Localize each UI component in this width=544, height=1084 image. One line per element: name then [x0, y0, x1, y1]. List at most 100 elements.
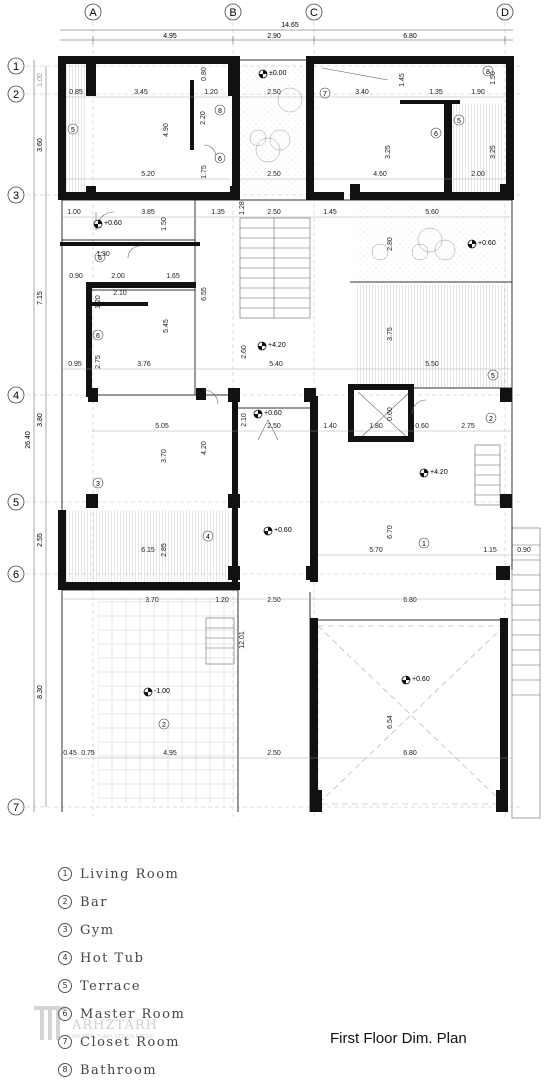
- dim-label: 4.60: [373, 171, 387, 178]
- room-tag-terrace-right: 5: [453, 114, 465, 126]
- legend-label: Bathroom: [80, 1062, 158, 1078]
- dim-label: 5.70: [369, 547, 383, 554]
- legend-item: 1 Living Room: [58, 860, 185, 888]
- svg-text:2: 2: [162, 722, 166, 729]
- room-dimensions: 0.85 3.45 0.80 1.20 4.90 2.20 5.20 1.75 …: [63, 67, 531, 757]
- dim-label: 1.20: [215, 597, 229, 604]
- floor-plan-drawing: A B C D 1 2 3 4 5 6 7: [7, 3, 541, 820]
- hot-tub-hatch: [66, 510, 232, 586]
- dim-label: 2.80: [387, 237, 394, 251]
- dim-label: 4.95: [163, 750, 177, 757]
- svg-text:6: 6: [13, 569, 19, 581]
- svg-text:A: A: [89, 7, 97, 19]
- dim-label: 1.65: [166, 273, 180, 280]
- legend-label: Gym: [80, 922, 115, 938]
- dim-label: 5.45: [163, 319, 170, 333]
- dim-label: 1.20: [95, 295, 102, 309]
- dim-label: 6.70: [387, 525, 394, 539]
- axis-bubble-C: C: [305, 3, 323, 21]
- axis-bubble-7: 7: [7, 798, 25, 816]
- dim-label: 2.10: [113, 290, 127, 297]
- svg-text:5: 5: [457, 118, 461, 125]
- structural-walls: [58, 56, 514, 812]
- dim-label: 1.28: [239, 201, 246, 215]
- axis-bubble-4: 4: [7, 386, 25, 404]
- axis-bubble-2: 2: [7, 85, 25, 103]
- brand-name: ARHZTARH: [72, 1018, 159, 1033]
- dim-label: 0.95: [68, 361, 82, 368]
- room-tag-living: 1: [418, 537, 430, 549]
- dim-label: 0.90: [69, 273, 83, 280]
- overall-width-dim: 14.65: [281, 22, 299, 29]
- void-garden-dots: [240, 64, 310, 190]
- brand-watermark: ARHZTARH ARCHITECTURAL DESIGN GROUP: [32, 1002, 182, 1044]
- dim-label: 2.50: [267, 423, 281, 430]
- void-opening: [317, 625, 505, 805]
- room-tag-bath-1: 8: [214, 104, 226, 116]
- dim-label: 3.70: [145, 597, 159, 604]
- dim-label: 2.50: [267, 750, 281, 757]
- svg-text:6: 6: [96, 333, 100, 340]
- room-tag-hot-tub: 4: [202, 530, 214, 542]
- legend-number: 8: [58, 1063, 72, 1077]
- dim-label: 2.00: [111, 273, 125, 280]
- legend-label: Bar: [80, 894, 109, 910]
- svg-text:7: 7: [323, 91, 327, 98]
- room-tag-terrace-left: 5: [67, 123, 79, 135]
- dim-label: 1.00: [67, 209, 81, 216]
- dim-label: 2.50: [267, 89, 281, 96]
- level-marker-8: +0.60: [401, 675, 430, 685]
- axis-bubble-B: B: [224, 3, 242, 21]
- dim-label: 1.40: [323, 423, 337, 430]
- svg-text:+0.60: +0.60: [104, 220, 122, 227]
- legend-number: 7: [58, 1035, 72, 1049]
- svg-text:4: 4: [13, 390, 19, 402]
- overall-depth-dim: 26.40: [25, 431, 32, 449]
- dim-label: 1.50: [161, 217, 168, 231]
- dim-label: 4.20: [201, 441, 208, 455]
- dim-label: 1.45: [323, 209, 337, 216]
- room-tag-master-3: 6: [92, 329, 104, 341]
- bar-lower-tiles: [98, 598, 238, 803]
- dim-label: 1.90: [471, 89, 485, 96]
- left-dim-2: 3.60: [37, 138, 44, 152]
- dim-label: 2.60: [241, 345, 248, 359]
- left-dim-3: 7.15: [37, 291, 44, 305]
- room-legend: 1 Living Room 2 Bar 3 Gym 4 Hot Tub 5 Te…: [58, 860, 185, 1084]
- svg-text:2: 2: [13, 89, 19, 101]
- dim-label: 6.54: [387, 715, 394, 729]
- legend-label: Terrace: [80, 978, 142, 994]
- top-dim-3: 6.80: [403, 33, 417, 40]
- dim-label: 1.45: [399, 73, 406, 87]
- brand-logo-icon: [34, 1006, 66, 1040]
- dim-label: 1.80: [369, 423, 383, 430]
- level-marker-1: ±0.00: [258, 69, 287, 79]
- dim-label: 0.80: [201, 67, 208, 81]
- svg-text:5: 5: [13, 497, 19, 509]
- room-tag-terrace-mid: 5: [487, 369, 499, 381]
- svg-text:+4.20: +4.20: [430, 469, 448, 476]
- brand-tagline: ARCHITECTURAL DESIGN GROUP: [72, 1034, 154, 1040]
- svg-text:4: 4: [206, 534, 210, 541]
- dim-label: 1.15: [483, 547, 497, 554]
- room-tag-closet: 7: [319, 87, 331, 99]
- top-dim-2: 2.90: [267, 33, 281, 40]
- side-stair-right: [474, 444, 501, 506]
- dim-label: 3.25: [490, 145, 497, 159]
- drawing-title: First Floor Dim. Plan: [330, 1030, 467, 1047]
- dim-label: 3.45: [134, 89, 148, 96]
- svg-text:7: 7: [13, 802, 19, 814]
- dim-label: 1.35: [211, 209, 225, 216]
- dim-label: 0.45: [63, 750, 77, 757]
- dim-label: 1.35: [429, 89, 443, 96]
- svg-text:6: 6: [434, 131, 438, 138]
- legend-number: 3: [58, 923, 72, 937]
- dim-label: 2.75: [95, 355, 102, 369]
- svg-text:3: 3: [96, 481, 100, 488]
- dim-label: 3.76: [137, 361, 151, 368]
- svg-text:5: 5: [491, 373, 495, 380]
- dim-label: 2.10: [241, 413, 248, 427]
- dim-label: 3.75: [387, 327, 394, 341]
- legend-item: 5 Terrace: [58, 972, 185, 1000]
- dim-label: 1.20: [204, 89, 218, 96]
